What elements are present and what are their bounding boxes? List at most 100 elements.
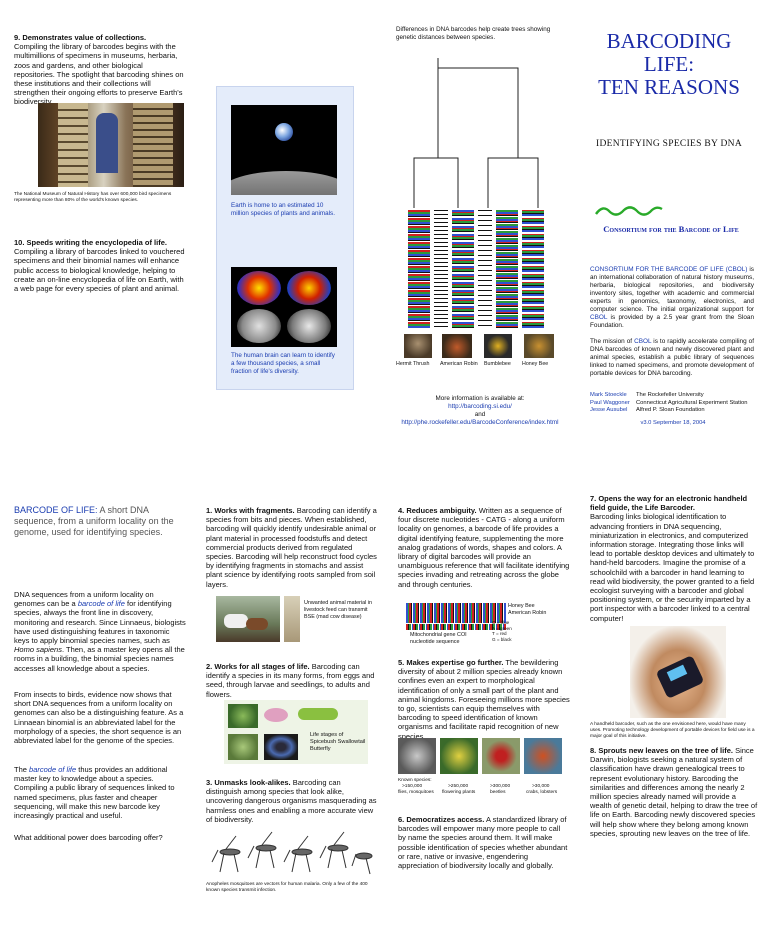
title-line-1: BARCODING (606, 29, 732, 53)
section-1: 1. Works with fragments. Barcoding can i… (206, 506, 378, 589)
butterfly-caption: Life stages of Spicebush Swallowtail But… (310, 732, 366, 752)
section-8-body: Since Darwin, biologists seeking a natur… (590, 746, 758, 838)
intro-paragraph-3: The barcode of life thus provides an add… (14, 765, 186, 820)
title-line-3: TEN REASONS (598, 75, 740, 99)
intro-p1-emphasis: barcode of life (77, 599, 125, 609)
intro-p3-emphasis: barcode of life (29, 765, 77, 774)
cbol-lead: CONSORTIUM FOR THE BARCODE OF LIFE (CBOL… (590, 266, 748, 273)
species-label-honey-bee: Honey Bee (522, 361, 549, 367)
mosquito-caption: Anopheles mosquitoes are vectors for hum… (206, 882, 368, 893)
tree-heading: Differences in DNA barcodes help create … (396, 26, 551, 41)
handheld-barcoder-photo (630, 626, 726, 718)
earth-caption: Earth is home to an estimated 10 million… (231, 202, 335, 217)
section-4: 4. Reduces ambiguity. Written as a seque… (398, 506, 570, 589)
barcode-definition: BARCODE OF LIFE: A short DNA sequence, f… (14, 505, 186, 538)
title-line-2: LIFE: (643, 52, 695, 76)
cbol-text: is an international collaboration of nat… (590, 266, 754, 313)
american-robin-barcode (406, 624, 506, 630)
museum-caption: The National Museum of Natural History h… (14, 192, 172, 203)
count-beetles: >300,000 (490, 784, 511, 789)
contact-org: Alfred P. Sloan Foundation (636, 407, 705, 414)
contact-name[interactable]: Paul Waggoner (590, 399, 630, 406)
coi-label: Mitochondrial gene COI nucleotide sequen… (410, 632, 467, 645)
intro-p3a: The (14, 765, 27, 774)
cbol-text-2: is provided by a 2.5 year grant from the… (590, 314, 754, 329)
contact-name[interactable]: Jesse Ausubel (590, 407, 628, 414)
key-c: C = blue (492, 620, 510, 625)
museum-drawers-photo (38, 103, 184, 187)
barcode-strips (404, 210, 552, 328)
key-t: T = red (492, 631, 507, 637)
contact-org: The Rockefeller University (636, 392, 704, 398)
section-3-title: 3. Unmasks look-alikes. (206, 778, 291, 787)
feed-bag-photo (284, 596, 300, 642)
group-crabs: crabs, lobsters (526, 790, 558, 795)
count-crabs: >30,000 (532, 784, 550, 789)
genetic-tree (413, 58, 539, 208)
nucleotide-color-key: C = blue A = green T = red G = black (492, 620, 532, 642)
intro-p1c: . Then, as a master key opens all the ro… (14, 645, 185, 673)
section-2-title: 2. Works for all stages of life. (206, 662, 310, 671)
cows-photo (216, 596, 280, 642)
intro-p1b: for identifying species, always the fron… (14, 599, 186, 646)
and-text: and (474, 411, 486, 418)
section-9-body: Compiling the library of barcodes begins… (14, 42, 184, 107)
definition-lead: BARCODE OF LIFE: (14, 505, 98, 515)
section-8: 8. Sprouts new leaves on the tree of lif… (590, 746, 758, 838)
intro-question: What additional power does barcoding off… (14, 833, 163, 842)
version-text: v3.0 September 18, 2004 (640, 420, 706, 426)
known-species-label: Known species: (398, 778, 432, 783)
mosquitoes-illustration (211, 831, 373, 875)
section-7-body: Barcoding links biological identificatio… (590, 512, 755, 623)
label-honey-bee: Honey Bee (508, 603, 535, 609)
feed-image: Unwanted animal material in livestock fe… (216, 596, 376, 642)
mission-text: is to rapidly accelerate compiling of DN… (590, 338, 754, 377)
barcoding-si-link[interactable]: http://barcoding.si.edu/ (448, 403, 512, 410)
section-5-body: The bewildering diversity of about 2 mil… (398, 658, 570, 741)
rockefeller-conference-link[interactable]: http://phe.rockefeller.edu/BarcodeConfer… (401, 419, 559, 426)
known-species-photos (398, 738, 564, 776)
brain-scans-photo (231, 267, 337, 347)
section-4-title: 4. Reduces ambiguity. (398, 506, 477, 515)
more-info-text: More information is available at: (435, 395, 525, 402)
section-2: 2. Works for all stages of life. Barcodi… (206, 662, 378, 699)
section-10: 10. Speeds writing the encyclopedia of l… (14, 238, 186, 293)
consortium-logo-wave (595, 206, 663, 216)
key-a: A = green (492, 625, 512, 631)
label-american-robin: American Robin (508, 610, 547, 616)
species-photos (400, 334, 560, 360)
section-1-title: 1. Works with fragments. (206, 506, 295, 515)
species-label-american-robin: American Robin (440, 361, 478, 367)
section-9: 9. Demonstrates value of collections. Co… (14, 33, 184, 107)
section-5: 5. Makes expertise go further. The bewil… (398, 658, 570, 741)
section-8-title: 8. Sprouts new leaves on the tree of lif… (590, 746, 733, 755)
count-plants: >250,000 (448, 784, 469, 789)
intro-paragraph-2: From insects to birds, evidence now show… (14, 690, 184, 746)
earth-photo (231, 105, 337, 195)
section-2-body: Barcoding can identify a species in its … (206, 662, 375, 699)
group-beetles: beetles (490, 790, 506, 795)
section-6-body: A standardized library of barcodes will … (398, 815, 568, 871)
section-9-title: 9. Demonstrates value of collections. (14, 33, 147, 42)
section-5-title: 5. Makes expertise go further. (398, 658, 504, 667)
section-1-body: Barcoding can identify a species from bi… (206, 506, 377, 589)
earth-brain-panel: Earth is home to an estimated 10 million… (216, 86, 354, 390)
section-3-body: Barcoding can distinguish among species … (206, 778, 377, 824)
species-labels: Hermit Thrush American Robin Bumblebee H… (396, 361, 564, 369)
section-6: 6. Democratizes access. A standardized l… (398, 815, 570, 870)
known-species-table: Known species: >150,000 >250,000 >300,00… (398, 778, 568, 796)
definition-text: A short DNA sequence, from a uniform loc… (14, 505, 174, 537)
section-10-body: Compiling a library of barcodes linked t… (14, 247, 185, 294)
contact-name[interactable]: Mark Stoeckle (590, 392, 627, 398)
cbol-mission: The mission of CBOL is to rapidly accele… (590, 338, 754, 378)
cbol-abbr: CBOL (590, 314, 608, 321)
cbol-description: CONSORTIUM FOR THE BARCODE OF LIFE (CBOL… (590, 266, 754, 330)
barcoder-caption: A handheld barcoder, such as the one env… (590, 722, 755, 739)
section-3: 3. Unmasks look-alikes. Barcoding can di… (206, 778, 378, 824)
key-g: G = black (492, 636, 512, 642)
butterfly-life-stages: Life stages of Spicebush Swallowtail But… (224, 700, 368, 764)
intro-p1-species: Homo sapiens (14, 645, 62, 655)
brain-caption: The human brain can learn to identify a … (231, 352, 335, 375)
